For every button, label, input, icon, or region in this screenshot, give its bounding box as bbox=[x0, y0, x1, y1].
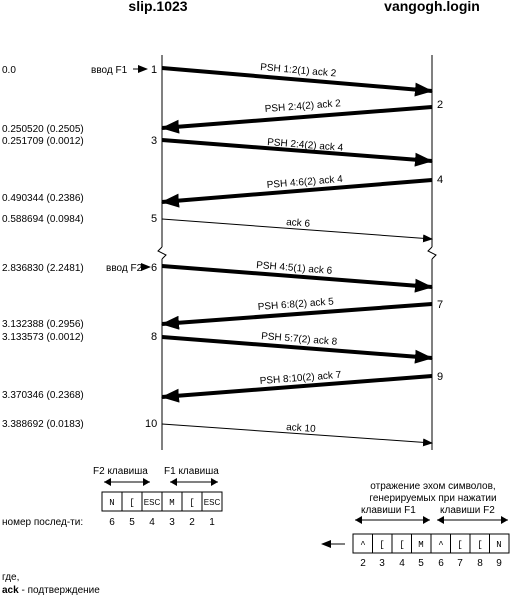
sequence-number: 2 bbox=[360, 558, 366, 569]
time-label: 0.490344 (0.2386) bbox=[2, 193, 84, 204]
segment-arrow bbox=[161, 264, 433, 293]
segment-number: 5 bbox=[151, 213, 157, 225]
segment-number: 6 bbox=[151, 262, 157, 274]
right-timeline bbox=[427, 55, 437, 450]
f2-echo-label: клавиши F2 bbox=[440, 505, 495, 516]
segment-number: 4 bbox=[437, 174, 443, 186]
sequence-number: 4 bbox=[399, 558, 405, 569]
segment-arrows bbox=[161, 66, 433, 447]
time-label: 3.388692 (0.0183) bbox=[2, 419, 84, 430]
time-label: 3.133573 (0.0012) bbox=[2, 332, 84, 343]
segment-number: 3 bbox=[151, 135, 157, 147]
ack-arrow bbox=[161, 423, 433, 447]
segment-arrow bbox=[161, 138, 433, 167]
sequence-number: 2 bbox=[189, 517, 195, 528]
echo-cell: [ bbox=[399, 540, 404, 550]
echo-cell: M bbox=[418, 540, 423, 550]
sequence-number: 6 bbox=[438, 558, 444, 569]
segment-number: 10 bbox=[145, 418, 157, 430]
sequence-number: 3 bbox=[169, 517, 175, 528]
left-buffer: F2 клавиша F1 клавиша N [ ESC M [ ESC но… bbox=[2, 466, 223, 528]
segment-arrow bbox=[161, 66, 433, 97]
input-label-f1: ввод F1 bbox=[91, 65, 128, 76]
time-label: 3.132388 (0.2956) bbox=[2, 319, 84, 330]
time-label: 0.588694 (0.0984) bbox=[2, 214, 84, 225]
segment-arrow bbox=[161, 374, 433, 403]
buffer-cell: ESC bbox=[144, 498, 161, 507]
time-label: 0.0 bbox=[2, 65, 16, 76]
legend: где, ack - подтверждение bbox=[2, 572, 100, 596]
legend-definition: - подтверждение bbox=[19, 585, 101, 596]
sequence-number: 5 bbox=[418, 558, 424, 569]
segment-numbers: 1 2 3 4 5 6 7 8 9 10 bbox=[145, 64, 443, 430]
sequence-number: 4 bbox=[149, 517, 155, 528]
echo-cell: [ bbox=[477, 540, 482, 550]
time-label: 0.251709 (0.0012) bbox=[2, 136, 84, 147]
segment-arrow bbox=[161, 302, 433, 330]
segment-label: PSH 2:4(2) ack 2 bbox=[264, 98, 341, 115]
buffer-cell: N bbox=[109, 498, 114, 508]
segment-arrow bbox=[161, 335, 433, 364]
sequence-number: 6 bbox=[109, 517, 115, 528]
ack-arrow bbox=[161, 218, 433, 243]
input-label-f2: ввод F2 bbox=[106, 263, 143, 274]
segment-number: 8 bbox=[151, 331, 157, 343]
echo-caption-line-1: отражение эхом символов, bbox=[370, 481, 495, 492]
legend-term: ack bbox=[2, 585, 19, 596]
legend-ack-line: ack - подтверждение bbox=[2, 585, 100, 596]
sequence-number: 5 bbox=[129, 517, 135, 528]
echo-cell: N bbox=[496, 540, 501, 550]
right-host-name: vangogh.login bbox=[384, 0, 480, 14]
segment-number: 9 bbox=[437, 371, 443, 383]
left-timeline bbox=[157, 55, 167, 450]
sequence-number: 7 bbox=[457, 558, 463, 569]
segment-arrow bbox=[161, 178, 433, 208]
input-markers: ввод F1 ввод F2 bbox=[91, 65, 151, 274]
buffer-cell: M bbox=[169, 498, 174, 508]
f2-key-label: F2 клавиша bbox=[93, 466, 148, 477]
sequence-number-label: номер послед-ти: bbox=[2, 517, 83, 528]
sequence-number: 1 bbox=[209, 517, 215, 528]
echo-cell: [ bbox=[379, 540, 384, 550]
segment-number: 7 bbox=[437, 299, 443, 311]
segment-number: 1 bbox=[151, 64, 157, 76]
sequence-number: 9 bbox=[496, 558, 502, 569]
f1-echo-label: клавиши F1 bbox=[361, 505, 416, 516]
f1-key-label: F1 клавиша bbox=[164, 466, 219, 477]
time-labels: 0.0 0.250520 (0.2505) 0.251709 (0.0012) … bbox=[2, 65, 84, 430]
time-label: 2.836830 (2.2481) bbox=[2, 263, 84, 274]
legend-where: где, bbox=[2, 572, 19, 583]
sequence-number: 3 bbox=[379, 558, 385, 569]
buffer-cell: [ bbox=[189, 498, 194, 508]
echo-cell: [ bbox=[457, 540, 462, 550]
segment-label: ack 10 bbox=[286, 422, 317, 435]
buffer-cell: ESC bbox=[204, 498, 221, 507]
time-label: 3.370346 (0.2368) bbox=[2, 390, 84, 401]
segment-label: ack 6 bbox=[286, 217, 311, 230]
right-buffer: отражение эхом символов, генерируемых пр… bbox=[321, 481, 510, 569]
segment-arrow bbox=[161, 105, 433, 134]
left-host-name: slip.1023 bbox=[128, 0, 187, 14]
sequence-number: 8 bbox=[477, 558, 483, 569]
buffer-cell: [ bbox=[129, 498, 134, 508]
echo-cell: ^ bbox=[438, 540, 443, 550]
time-label: 0.250520 (0.2505) bbox=[2, 124, 84, 135]
echo-cell: ^ bbox=[360, 540, 365, 550]
echo-caption-line-2: генерируемых при нажатии bbox=[369, 493, 496, 504]
segment-number: 2 bbox=[437, 99, 443, 111]
